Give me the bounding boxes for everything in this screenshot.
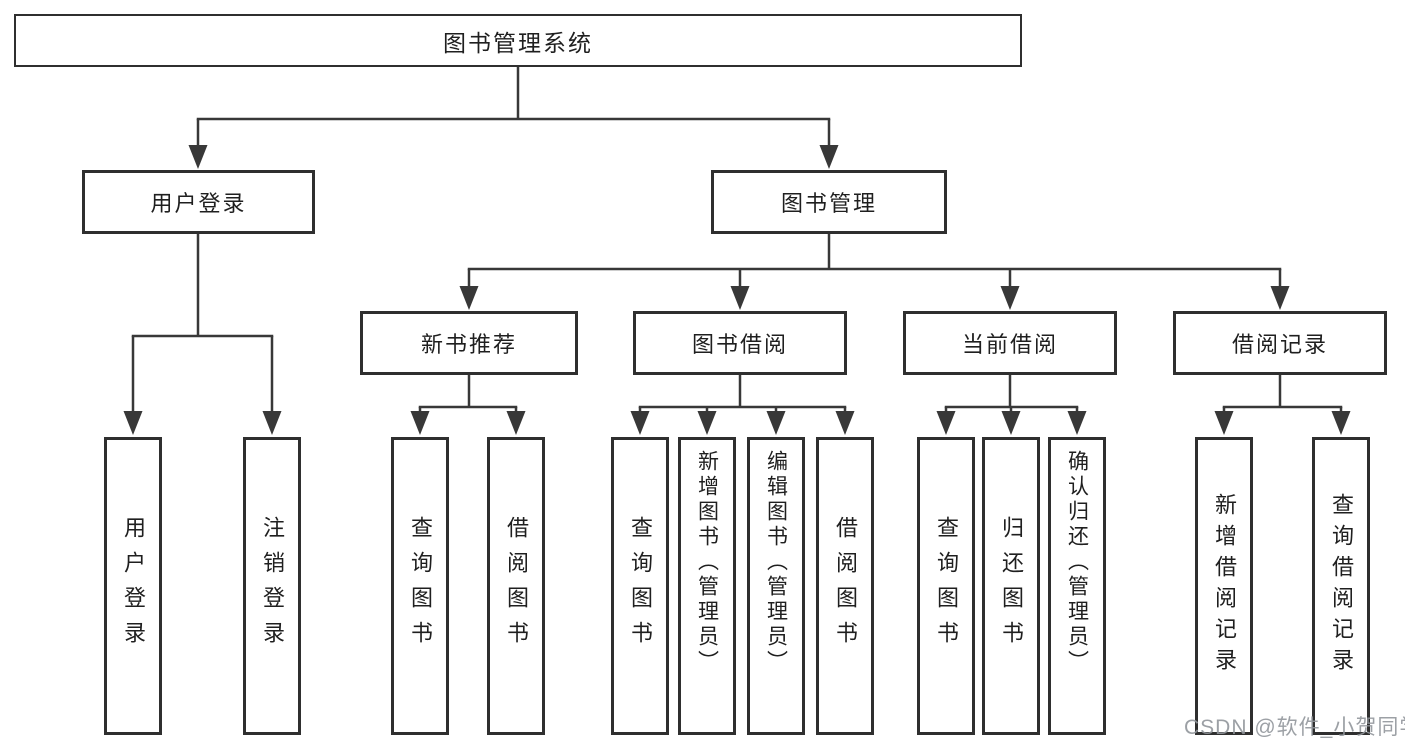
arrowheads-level4: [410, 411, 1351, 435]
node-label: 图书借阅: [691, 332, 788, 357]
arrowheads-userlogin-children: [123, 411, 282, 435]
node-label: 借阅记录: [1231, 332, 1328, 357]
leaf-return-books: 归还图书: [982, 437, 1040, 735]
leaf-label: 查询图书: [628, 516, 653, 656]
connector-root-to-level2: [196, 66, 831, 147]
node-label: 当前借阅: [961, 332, 1058, 357]
leaf-label: 查询图书: [934, 516, 959, 656]
node-book-management: 图书管理: [711, 170, 947, 234]
connector-userlogin-children: [131, 234, 274, 412]
node-book-borrowing: 图书借阅: [633, 311, 847, 375]
node-current-borrowing: 当前借阅: [903, 311, 1117, 375]
node-label: 图书管理: [780, 191, 877, 216]
leaf-add-books-admin: 新增图书（管理员）: [678, 437, 736, 735]
leaf-query-books-recommend: 查询图书: [391, 437, 449, 735]
leaf-label: 编辑图书（管理员）: [764, 450, 788, 675]
arrowheads-level2: [188, 145, 839, 169]
leaf-label: 借阅图书: [833, 516, 858, 656]
leaf-label: 注销登录: [260, 516, 285, 656]
node-library-management-system: 图书管理系统: [14, 14, 1022, 67]
leaf-label: 查询借阅记录: [1329, 493, 1354, 679]
node-borrowing-records: 借阅记录: [1173, 311, 1387, 375]
leaf-logout: 注销登录: [243, 437, 301, 735]
leaf-confirm-return-admin: 确认归还（管理员）: [1048, 437, 1106, 735]
leaf-query-books-current: 查询图书: [917, 437, 975, 735]
leaf-label: 借阅图书: [504, 516, 529, 656]
node-label: 图书管理系统: [443, 29, 593, 56]
node-label: 用户登录: [150, 191, 247, 216]
leaf-edit-books-admin: 编辑图书（管理员）: [747, 437, 805, 735]
leaf-query-borrow-record: 查询借阅记录: [1312, 437, 1370, 735]
leaf-label: 新增图书（管理员）: [695, 450, 719, 675]
node-new-book-recommendation: 新书推荐: [360, 311, 578, 375]
connector-level3-children: [418, 375, 1343, 412]
arrowheads-level3: [459, 286, 1290, 310]
leaf-query-books-borrowing: 查询图书: [611, 437, 669, 735]
node-label: 新书推荐: [420, 332, 517, 357]
leaf-label: 新增借阅记录: [1212, 493, 1237, 679]
node-user-login: 用户登录: [82, 170, 315, 234]
leaf-borrow-books-recommend: 借阅图书: [487, 437, 545, 735]
leaf-borrow-books: 借阅图书: [816, 437, 874, 735]
connector-bookmgmt-to-level3: [467, 234, 1282, 287]
leaf-label: 用户登录: [121, 516, 146, 656]
leaf-user-login: 用户登录: [104, 437, 162, 735]
leaf-label: 归还图书: [999, 516, 1024, 656]
leaf-add-borrow-record: 新增借阅记录: [1195, 437, 1253, 735]
leaf-label: 查询图书: [408, 516, 433, 656]
leaf-label: 确认归还（管理员）: [1065, 450, 1089, 675]
